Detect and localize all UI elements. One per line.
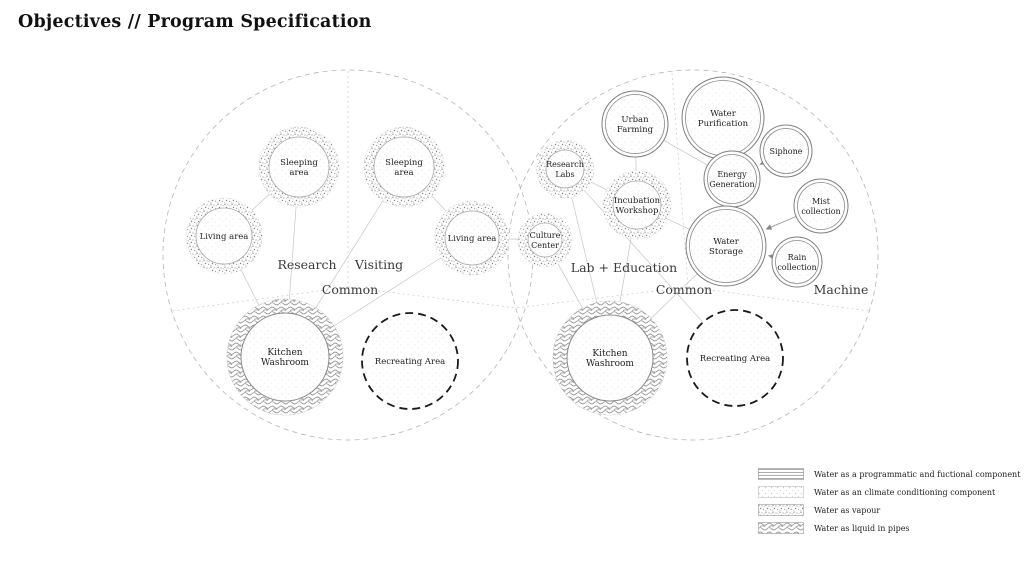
legend-label: Water as an climate conditioning compone… (814, 487, 996, 497)
connection-research-labs-incubation (590, 181, 607, 191)
connection-storage-kitchen-r (650, 273, 698, 319)
bubble-label: Urban (621, 115, 649, 125)
connection-incubation-kitchen-r (619, 238, 632, 302)
sector-label: Visiting (354, 257, 403, 272)
bubble-label: Incubation (614, 196, 661, 206)
bubble-label: Center (531, 241, 559, 250)
sector-divider (347, 286, 517, 309)
connection-rain-storage (767, 253, 775, 260)
legend-item-vapour: Water as vapour (758, 504, 1020, 516)
connection-urban-farming-energy (663, 139, 708, 166)
page-title: Objectives // Program Specification (18, 12, 372, 32)
bubble-living-r: Living area (434, 200, 510, 276)
bubble-recreate-l: Recreating Area (361, 312, 459, 410)
connection-living-l-kitchen-l (240, 269, 260, 306)
bubble-label: Living area (448, 234, 497, 244)
group-circle-lab-sphere (507, 69, 879, 441)
sector-label: Common (656, 282, 712, 297)
bubble-label: Labs (555, 170, 574, 179)
bubble-label: Kitchen (592, 349, 627, 359)
sector-label: Common (322, 282, 378, 297)
bubble-living-l: Living area (185, 197, 263, 275)
bubble-label: Farming (617, 125, 654, 135)
bubble-label: Purification (698, 119, 749, 129)
bubble-label: Sleeping (280, 158, 318, 168)
legend-item-pipes: Water as liquid in pipes (758, 522, 1020, 534)
bubble-label: Kitchen (267, 348, 302, 358)
bubble-label: collection (777, 263, 816, 272)
connection-culture-kitchen-r (557, 263, 583, 309)
connection-mist-storage (765, 216, 797, 230)
bubble-label: Living area (200, 232, 249, 242)
legend-swatch-dots-icon (758, 486, 804, 498)
connection-living-r-kitchen-l (333, 257, 441, 327)
sector-divider (687, 286, 871, 312)
connection-sleeping-l-living-l (251, 193, 270, 211)
bubble-label: Siphone (769, 147, 802, 156)
legend-swatch-speckle-icon (758, 504, 804, 516)
bubble-label: area (289, 168, 308, 178)
connection-sleeping-r-kitchen-l (315, 200, 384, 309)
legend-item-programmatic: Water as a programmatic and fuctional co… (758, 468, 1020, 480)
bubble-label: Rain (788, 253, 807, 262)
bubble-label: Sleeping (385, 158, 423, 168)
legend-item-climate: Water as an climate conditioning compone… (758, 486, 1020, 498)
bubble-label: area (394, 168, 413, 178)
bubble-label: Washroom (261, 358, 309, 368)
bubble-label: Research (546, 160, 584, 169)
bubble-label: Generation (709, 180, 754, 189)
bubble-label: Storage (709, 247, 743, 257)
bubble-label: Recreating Area (375, 357, 445, 367)
bubble-label: Culture (530, 231, 561, 240)
connection-incubation-storage (667, 218, 690, 230)
legend-swatch-scribble-icon (758, 522, 804, 534)
bubble-recreate-r: Recreating Area (686, 309, 784, 407)
sector-divider (515, 286, 689, 309)
sector-divider (671, 72, 689, 288)
connection-sleeping-r-living-r (431, 195, 447, 212)
bubble-label: Recreating Area (700, 354, 770, 364)
legend-label: Water as vapour (814, 505, 881, 515)
sector-label: Lab + Education (571, 260, 677, 275)
legend-label: Water as a programmatic and fuctional co… (814, 469, 1021, 479)
bubble-label: Water (713, 237, 740, 247)
sector-label: Machine (814, 282, 869, 297)
legend-label: Water as liquid in pipes (814, 523, 910, 533)
bubble-siphone: Siphone (759, 124, 813, 178)
bubble-label: collection (801, 207, 840, 216)
bubble-label: Energy (717, 170, 747, 179)
legend-swatch-lines-icon (758, 468, 804, 480)
bubble-label: Workshop (616, 206, 659, 216)
sector-label: Research (277, 257, 336, 272)
connection-research-labs-kitchen-r (571, 197, 598, 303)
connection-sleeping-l-kitchen-l (288, 206, 297, 300)
legend: Water as a programmatic and fuctional co… (758, 468, 1020, 540)
bubble-label: Mist (812, 197, 831, 206)
bubble-label: Water (710, 109, 737, 119)
bubble-label: Washroom (586, 359, 634, 369)
